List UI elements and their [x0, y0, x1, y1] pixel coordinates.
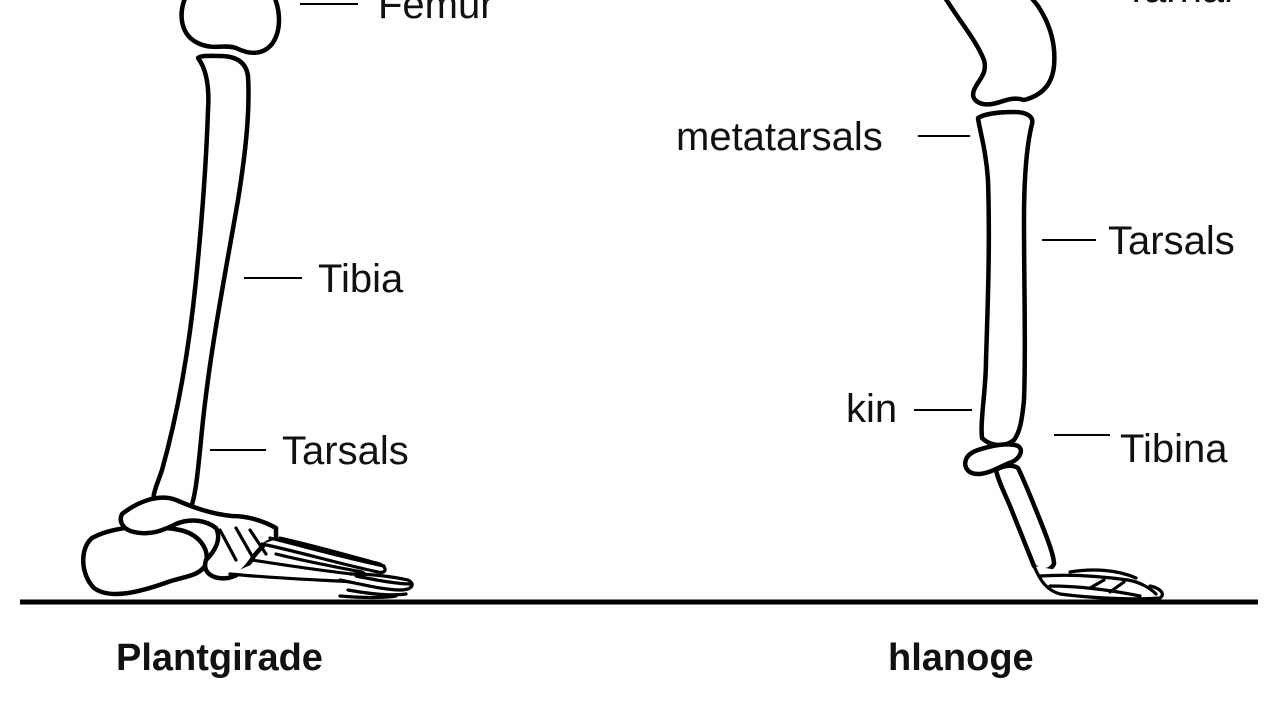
label-right-tarsals: Tarsals [1108, 219, 1235, 263]
caption-right: hlanoge [888, 637, 1034, 679]
left-cuneiform-bones [218, 526, 268, 562]
caption-left: Plantgirade [116, 637, 323, 679]
left-tibia-bone [151, 53, 251, 520]
plantigrade-leg [81, 0, 414, 600]
label-metatarsals: metatarsals [676, 115, 883, 159]
label-tibia: Tibia [318, 257, 404, 301]
label-right-top: Tarnal [1124, 0, 1233, 11]
label-tibina: Tibina [1120, 427, 1228, 471]
right-foot-bones [1032, 564, 1164, 601]
label-left-tarsals: Tarsals [282, 429, 409, 473]
right-shaft-bone [975, 109, 1035, 448]
label-kin: kin [846, 387, 897, 431]
label-femur: Femur [378, 0, 494, 27]
left-phalanges [338, 572, 414, 600]
right-lower-bone [993, 463, 1057, 573]
right-ankle-joint [963, 442, 1024, 477]
left-heel-bone [81, 524, 210, 597]
right-upper-bone [943, 0, 1057, 107]
digitigrade-leg [943, 0, 1164, 601]
left-tarsal-block [118, 495, 279, 581]
left-femur-condyle [179, 0, 282, 55]
